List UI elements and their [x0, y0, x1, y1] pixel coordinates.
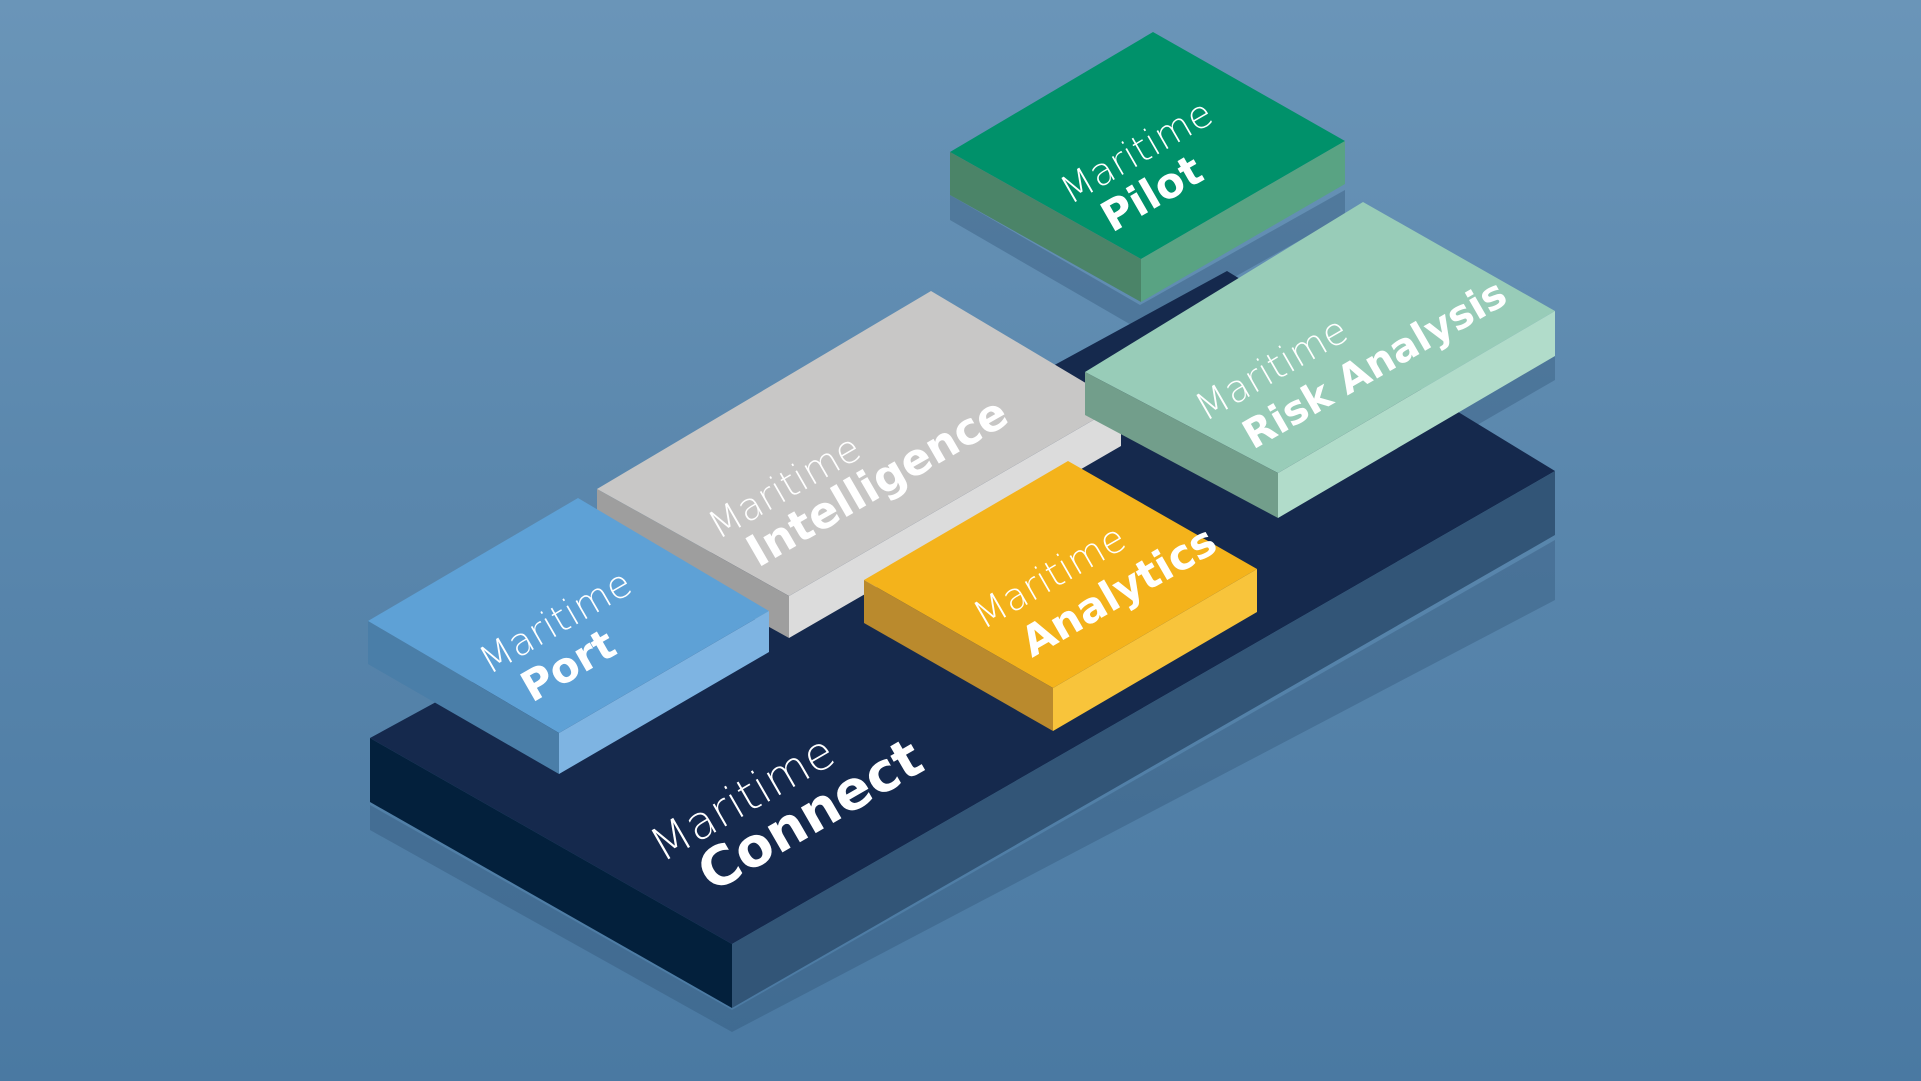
analytics-top-face: [864, 461, 1257, 688]
port-left-face: [368, 621, 559, 774]
intelligence-top-face: [597, 291, 1121, 596]
pilot-left-face: [950, 152, 1141, 302]
analytics-right-face: [1053, 569, 1257, 731]
pilot-shadow: [950, 190, 1345, 330]
module-risk-analysis[interactable]: Maritime Risk Analysis: [1085, 202, 1555, 518]
risk-top-face: [1085, 202, 1555, 473]
module-port[interactable]: Maritime Port: [368, 498, 769, 774]
port-right-face: [559, 611, 769, 774]
connect-left-face: [370, 738, 732, 1008]
analytics-left-face: [864, 580, 1053, 731]
module-pilot[interactable]: Maritime Pilot: [950, 32, 1345, 302]
risk-left-face: [1085, 372, 1278, 518]
pilot-right-face: [1141, 141, 1345, 302]
port-top-face: [368, 498, 769, 733]
connect-right-face: [732, 471, 1555, 1008]
risk-right-face: [1278, 311, 1555, 518]
module-analytics[interactable]: Maritime Analytics: [864, 461, 1257, 731]
pilot-top-face: [950, 32, 1345, 259]
